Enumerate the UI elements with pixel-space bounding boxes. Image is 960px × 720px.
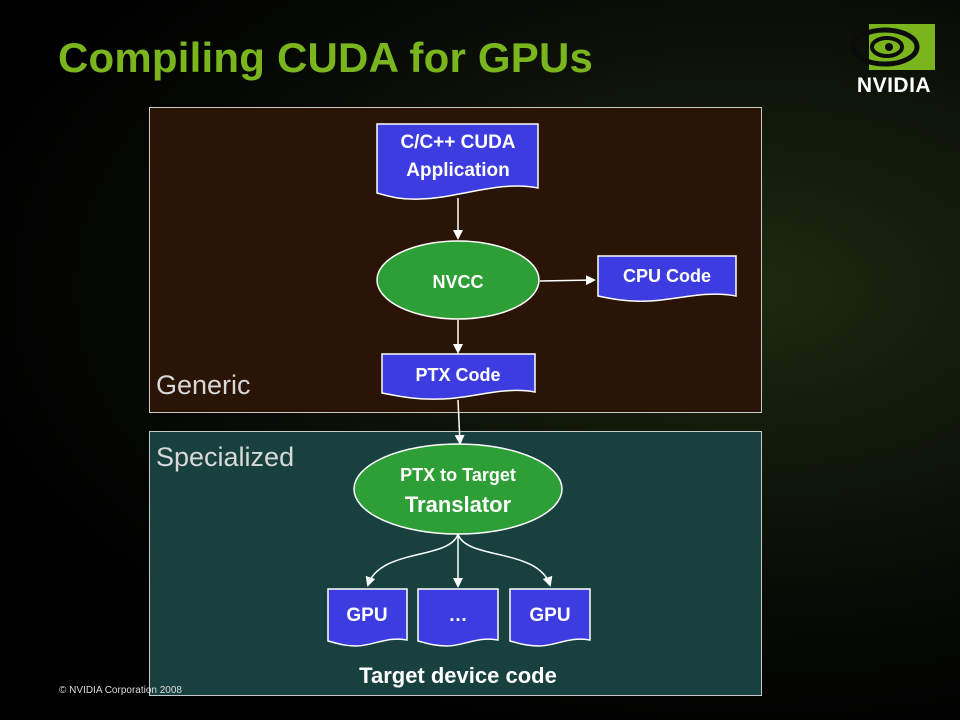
slide-title: Compiling CUDA for GPUs — [58, 34, 594, 81]
nvcc-label: NVCC — [432, 272, 483, 292]
nvidia-logo: NVIDIA — [845, 22, 943, 102]
app-label-line2: Application — [406, 160, 509, 181]
arrow-nvcc-to-cpu — [539, 275, 596, 286]
ptx-code-node: PTX Code — [381, 353, 536, 400]
translator-label-line1: PTX to Target — [400, 465, 516, 485]
nvidia-wordmark: NVIDIA — [856, 74, 932, 97]
arrow-ptx-to-translator — [454, 399, 465, 445]
translator-label-line2: Translator — [405, 492, 512, 517]
arrow-translator-to-gpu-right — [457, 533, 553, 587]
cuda-application-node: C/C++ CUDA Application — [376, 123, 539, 200]
specialized-label: Specialized — [156, 442, 295, 472]
ellipsis-label: … — [449, 605, 468, 626]
translator-node: PTX to Target Translator — [353, 443, 563, 535]
nvidia-eye-icon — [850, 24, 935, 70]
arrow-translator-to-gpu-left — [365, 533, 459, 587]
gpu-right-label: GPU — [529, 605, 570, 626]
generic-label: Generic — [156, 370, 251, 400]
ellipsis-node: … — [417, 588, 499, 647]
copyright-footer: © NVIDIA Corporation 2008 — [59, 685, 182, 696]
app-label-line1: C/C++ CUDA — [400, 132, 515, 153]
cpu-code-label: CPU Code — [623, 266, 711, 286]
cpu-code-node: CPU Code — [597, 255, 737, 302]
nvcc-node: NVCC — [376, 240, 540, 320]
flow-arrows — [365, 198, 596, 588]
ptx-code-label: PTX Code — [415, 365, 500, 385]
gpu-right-node: GPU — [509, 588, 591, 647]
gpu-left-node: GPU — [327, 588, 408, 647]
target-device-code-label: Target device code — [359, 663, 557, 688]
gpu-left-label: GPU — [346, 605, 387, 626]
